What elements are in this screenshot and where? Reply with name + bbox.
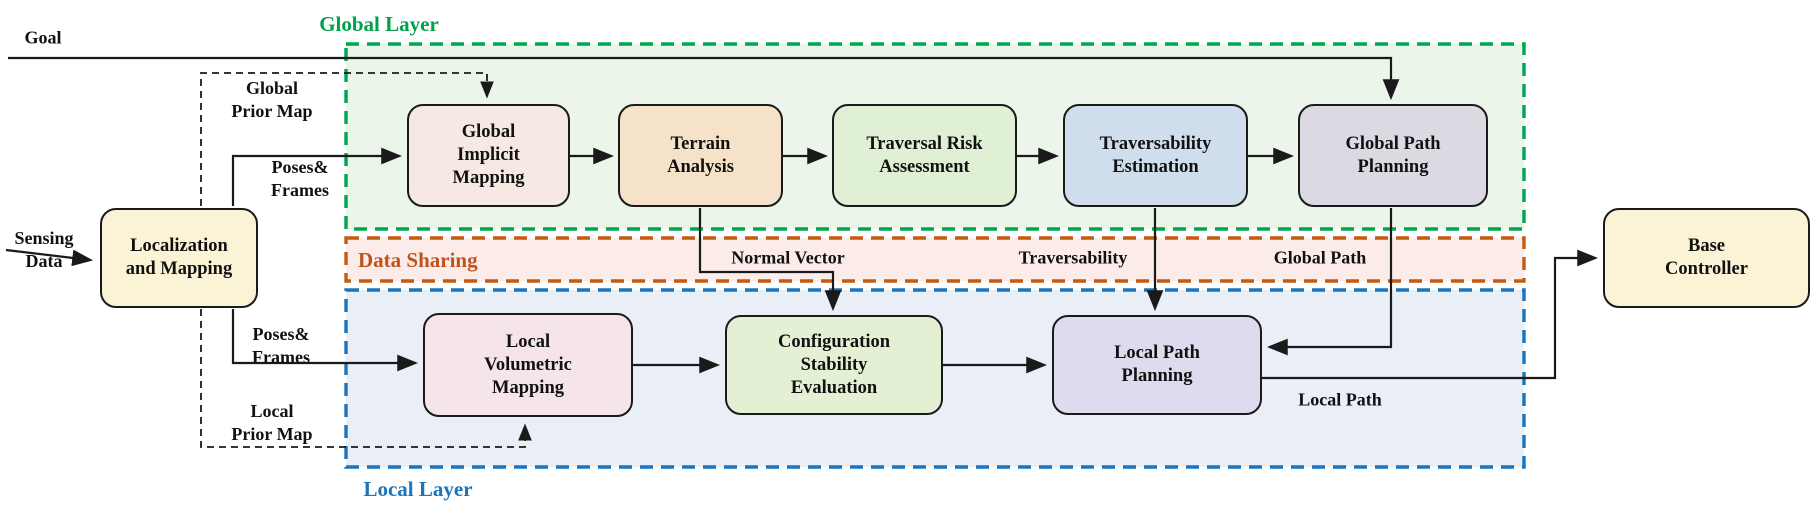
label-normal-vector: Normal Vector — [731, 247, 845, 268]
edge-global-prior-map — [200, 72, 494, 206]
node-configuration-stability-evaluation: Configuration Stability Evaluation — [725, 315, 943, 415]
node-global-implicit-mapping: Global Implicit Mapping — [407, 104, 570, 207]
label-global-prior-map: Global Prior Map — [231, 78, 313, 121]
node-localization-and-mapping: Localization and Mapping — [100, 208, 258, 308]
edge-normal-vector — [698, 208, 842, 312]
edge-poses-frames-top — [231, 147, 403, 206]
edge-goal — [8, 56, 1400, 101]
label-poses-frames-bottom: Poses& Frames — [252, 324, 310, 367]
edge-sensing-data — [5, 248, 94, 267]
edge-local-path — [1262, 249, 1599, 380]
data-sharing-title: Data Sharing — [358, 248, 478, 272]
edge-local-prior-map — [200, 309, 532, 448]
label-local-prior-map: Local Prior Map — [231, 401, 313, 444]
local-layer-title: Local Layer — [363, 477, 473, 501]
node-global-path-planning: Global Path Planning — [1298, 104, 1488, 207]
global-layer-title: Global Layer — [319, 12, 439, 36]
node-local-volumetric-mapping: Local Volumetric Mapping — [423, 313, 633, 417]
node-terrain-analysis: Terrain Analysis — [618, 104, 783, 207]
data-sharing-band — [344, 236, 1526, 283]
node-base-controller: Base Controller — [1603, 208, 1810, 308]
node-local-path-planning: Local Path Planning — [1052, 315, 1262, 415]
node-traversal-risk-assessment: Traversal Risk Assessment — [832, 104, 1017, 207]
edge-poses-frames-bottom — [231, 309, 419, 372]
label-goal: Goal — [24, 27, 62, 48]
label-local-path: Local Path — [1298, 389, 1382, 410]
label-poses-frames-top: Poses& Frames — [271, 157, 329, 200]
label-traversability: Traversability — [1018, 247, 1128, 268]
label-sensing-data: Sensing Data — [14, 228, 74, 271]
label-global-path: Global Path — [1273, 247, 1367, 268]
edge-global-path — [1266, 208, 1393, 356]
node-traversability-estimation: Traversability Estimation — [1063, 104, 1248, 207]
